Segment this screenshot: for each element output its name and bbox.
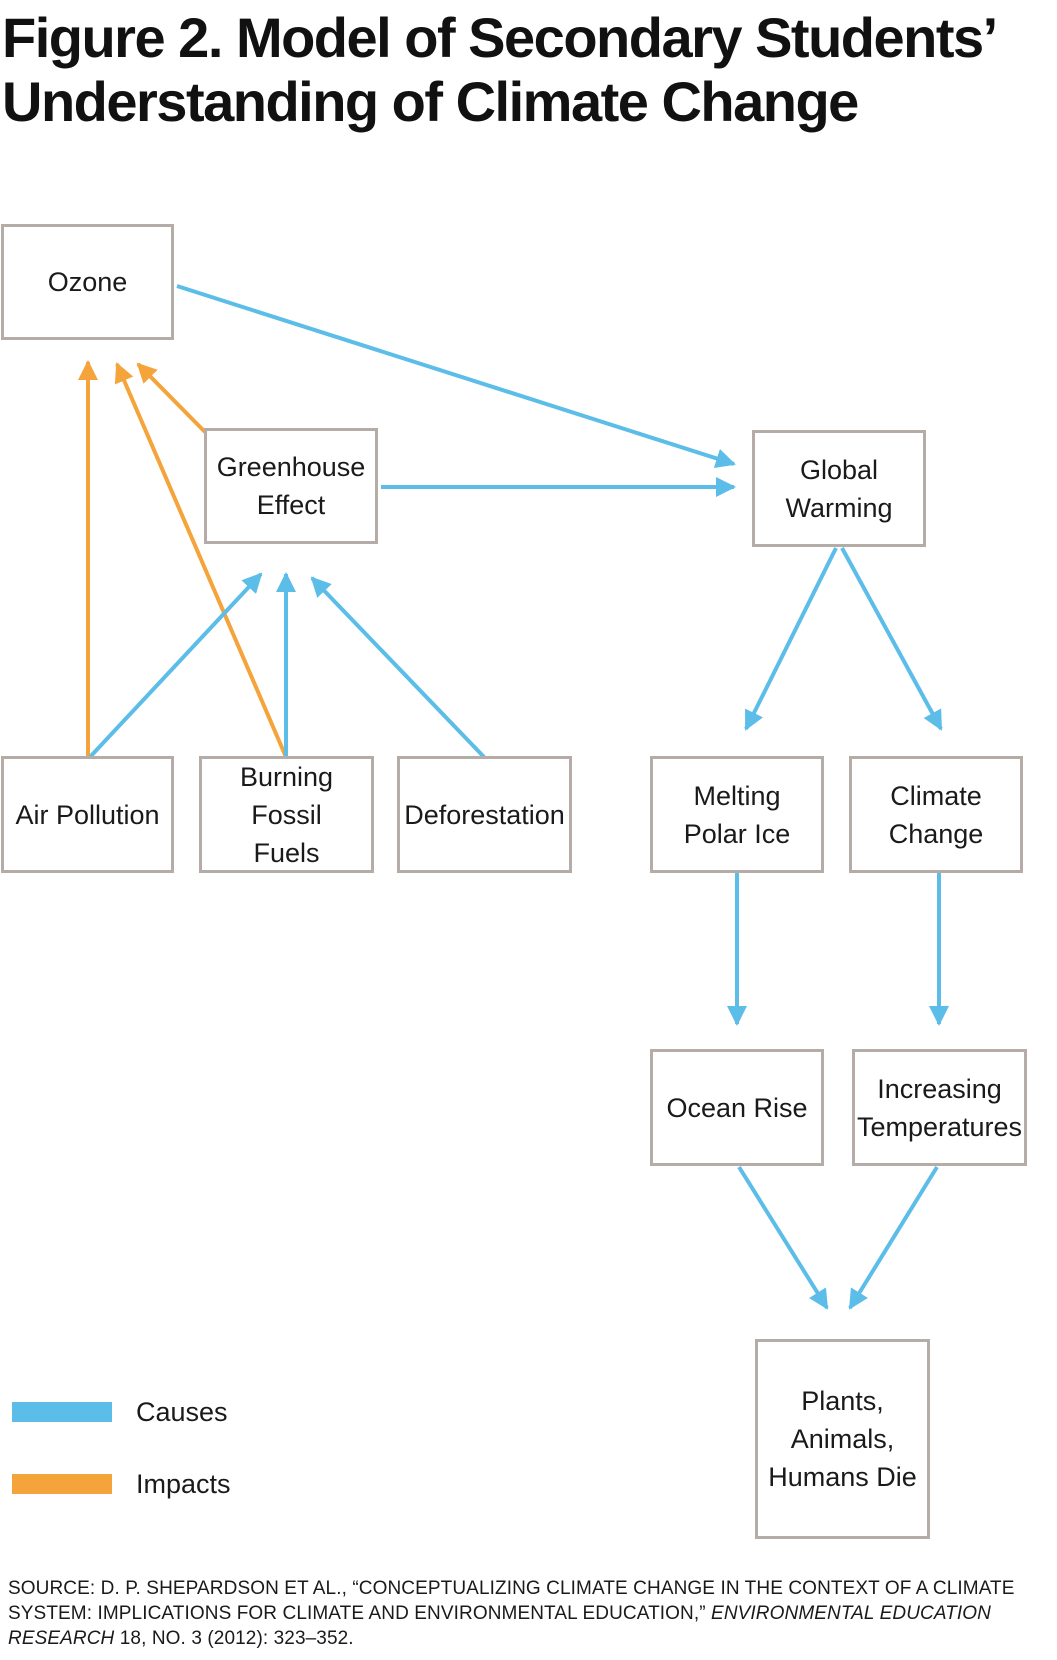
node-plants-animals-humans-die-label-line-1: Plants, <box>801 1386 884 1416</box>
node-plants-animals-humans-die-label-line-2: Animals, <box>790 1424 895 1454</box>
node-global-warming-label-line-1: Global <box>799 454 879 485</box>
arrow-greenhouse-effect-to-ozone <box>136 362 207 434</box>
node-burning-fossil-fuels-label-line-2: Fuels <box>253 837 320 868</box>
node-melting-polar-ice-label-line-2: Polar Ice <box>683 818 791 849</box>
node-deforestation: Deforestation <box>397 756 572 873</box>
figure-title: Figure 2. Model of Secondary Students’ U… <box>2 6 1052 134</box>
node-plants-animals-humans-die-label-line-3: Humans Die <box>768 1462 917 1492</box>
arrow-ocean-rise-to-plants-animals-humans-die <box>737 1165 829 1310</box>
node-climate-change-label-line-2: Change <box>888 818 984 849</box>
node-air-pollution-label: Air Pollution <box>15 799 160 830</box>
arrow-burning-fossil-fuels-to-ozone <box>114 362 288 758</box>
source-citation: SOURCE: D. P. SHEPARDSON ET AL., “CONCEP… <box>8 1576 1048 1651</box>
node-increasing-temperatures-label-line-1: Increasing <box>877 1073 1002 1104</box>
legend-causes-label: Causes <box>136 1397 228 1427</box>
node-ocean-rise-label: Ocean Rise <box>666 1092 808 1123</box>
arrow-global-warming-to-climate-change <box>840 547 943 731</box>
node-global-warming: Global Warming <box>752 430 926 547</box>
arrow-increasing-temperatures-to-plants-animals-humans-die <box>848 1165 939 1310</box>
node-burning-fossil-fuels-label-line-1: Burning Fossil <box>239 761 334 830</box>
node-climate-change: Climate Change <box>849 756 1023 873</box>
node-greenhouse-effect: Greenhouse Effect <box>204 428 378 544</box>
arrow-deforestation-to-greenhouse-effect <box>310 576 486 759</box>
figure-title-line-2: Understanding of Climate Change <box>2 70 859 133</box>
node-greenhouse-effect-label-line-2: Effect <box>256 490 326 520</box>
node-plants-animals-humans-die: Plants, Animals, Humans Die <box>755 1339 930 1539</box>
node-increasing-temperatures: Increasing Temperatures <box>852 1049 1027 1166</box>
node-climate-change-label-line-1: Climate <box>890 780 982 811</box>
node-ocean-rise: Ocean Rise <box>650 1049 824 1166</box>
arrow-air-pollution-to-greenhouse-effect <box>88 572 263 759</box>
node-melting-polar-ice-label-line-1: Melting <box>693 780 781 811</box>
source-journal-name: ENVIRONMENTAL EDUCATION RESEARCH <box>8 1603 991 1649</box>
legend-impacts-swatch <box>12 1474 112 1494</box>
node-burning-fossil-fuels: Burning Fossil Fuels <box>199 756 374 873</box>
node-increasing-temperatures-label-line-2: Temperatures <box>856 1111 1023 1142</box>
node-global-warming-label-line-2: Warming <box>785 492 893 523</box>
source-citation-details: 18, NO. 3 (2012): 323–352. <box>114 1628 354 1649</box>
node-deforestation-label: Deforestation <box>404 799 565 830</box>
node-ozone-label: Ozone <box>47 267 128 297</box>
source-citation-text: SOURCE: D. P. SHEPARDSON ET AL., “CONCEP… <box>8 1578 1015 1624</box>
node-ozone: Ozone <box>1 224 174 340</box>
node-air-pollution: Air Pollution <box>1 756 174 873</box>
arrow-global-warming-to-melting-polar-ice <box>744 547 838 731</box>
figure-title-line-1: Figure 2. Model of Secondary Students’ <box>2 6 998 69</box>
node-greenhouse-effect-label-line-1: Greenhouse <box>216 452 366 482</box>
node-melting-polar-ice: Melting Polar Ice <box>650 756 824 873</box>
legend-causes-swatch <box>12 1402 112 1422</box>
legend-impacts-label: Impacts <box>136 1469 231 1499</box>
arrow-ozone-to-global-warming <box>176 284 736 469</box>
